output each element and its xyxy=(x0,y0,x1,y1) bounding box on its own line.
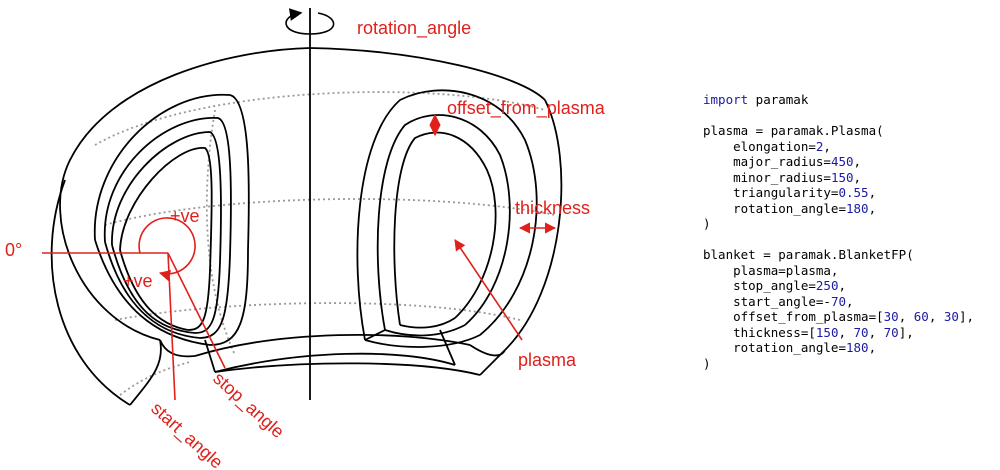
code-line: triangularity=0.55, xyxy=(703,185,998,201)
code-number: 70 xyxy=(853,324,869,340)
code-text: minor_radius= xyxy=(703,169,831,185)
code-text: , xyxy=(868,340,877,355)
code-text: , xyxy=(928,309,944,324)
code-line: plasma = paramak.Plasma( xyxy=(703,123,998,139)
code-text: rotation_angle= xyxy=(703,200,846,216)
code-number: 150 xyxy=(815,324,839,340)
code-line xyxy=(703,232,998,248)
label-start-angle: start_angle xyxy=(147,398,227,470)
code-text: offset_from_plasma=[ xyxy=(703,309,884,324)
code-line: elongation=2, xyxy=(703,139,998,155)
hidden-edges xyxy=(94,91,556,396)
code-keyword: import xyxy=(703,92,749,107)
label-plasma: plasma xyxy=(518,350,577,370)
code-text: elongation= xyxy=(703,138,816,154)
code-text: major_radius= xyxy=(703,154,831,169)
label-thickness: thickness xyxy=(515,198,590,218)
code-line: start_angle=-70, xyxy=(703,294,998,310)
code-line: ) xyxy=(703,356,998,372)
code-line: minor_radius=150, xyxy=(703,170,998,186)
code-line: major_radius=450, xyxy=(703,154,998,170)
code-number: 0.55 xyxy=(838,185,869,200)
code-number: 250 xyxy=(815,278,839,293)
code-number: 150 xyxy=(830,169,854,185)
code-text: , xyxy=(868,324,884,340)
label-positive-upper: +ve xyxy=(170,206,200,226)
blanket-outline xyxy=(50,47,563,406)
code-number: 450 xyxy=(830,154,854,169)
code-number: 30 xyxy=(883,309,899,324)
code-line: import paramak xyxy=(703,92,998,108)
code-line: rotation_angle=180, xyxy=(703,201,998,217)
code-number: 180 xyxy=(846,200,869,216)
code-text: blanket = paramak.BlanketFP( xyxy=(703,247,914,262)
code-number: 70 xyxy=(830,293,846,309)
label-positive-lower: +ve xyxy=(123,271,153,291)
code-number: 180 xyxy=(846,340,869,355)
code-text: plasma=plasma, xyxy=(703,262,839,278)
code-line: plasma=plasma, xyxy=(703,263,998,279)
code-number: 70 xyxy=(883,324,899,340)
angle-annotations xyxy=(42,217,226,401)
left-cross-section xyxy=(94,94,250,346)
code-text: stop_angle= xyxy=(703,278,816,293)
dimension-annotations xyxy=(429,113,557,341)
label-stop-angle: stop_angle xyxy=(209,368,289,443)
code-text: , xyxy=(823,138,831,154)
code-text: triangularity= xyxy=(703,185,839,200)
code-block: import paramak plasma = paramak.Plasma( e… xyxy=(703,92,998,371)
code-text: , xyxy=(838,324,854,340)
code-text: , xyxy=(853,169,862,185)
code-line: offset_from_plasma=[30, 60, 30], xyxy=(703,309,998,325)
code-text: ], xyxy=(898,324,914,340)
code-text: start_angle=- xyxy=(703,293,831,309)
code-text: paramak xyxy=(748,92,809,107)
code-text: , xyxy=(868,200,877,216)
label-offset-from-plasma: offset_from_plasma xyxy=(447,98,606,119)
code-line: blanket = paramak.BlanketFP( xyxy=(703,247,998,263)
code-text: , xyxy=(838,278,846,293)
right-cross-section xyxy=(356,89,538,348)
code-text: , xyxy=(898,309,914,324)
rotation-axis xyxy=(285,8,335,400)
code-line: rotation_angle=180, xyxy=(703,340,998,356)
code-text: rotation_angle= xyxy=(703,340,846,355)
code-line: ) xyxy=(703,216,998,232)
code-text: , xyxy=(868,185,877,200)
code-line xyxy=(703,108,998,124)
code-number: 60 xyxy=(913,309,929,324)
code-text: , xyxy=(846,293,854,309)
code-number: 30 xyxy=(943,309,959,324)
code-number: 2 xyxy=(815,138,824,154)
code-text: plasma = paramak.Plasma( xyxy=(703,123,884,138)
blanket-diagram: rotation_angle offset_from_plasma thickn… xyxy=(5,8,606,470)
code-line: thickness=[150, 70, 70], xyxy=(703,325,998,341)
code-text: thickness=[ xyxy=(703,324,816,340)
code-text: ], xyxy=(958,309,974,324)
label-rotation-angle: rotation_angle xyxy=(357,18,471,39)
code-text: ) xyxy=(703,355,711,371)
label-zero-degree: 0° xyxy=(5,240,22,260)
code-line: stop_angle=250, xyxy=(703,278,998,294)
code-text: , xyxy=(853,154,862,169)
code-text: ) xyxy=(703,216,711,231)
